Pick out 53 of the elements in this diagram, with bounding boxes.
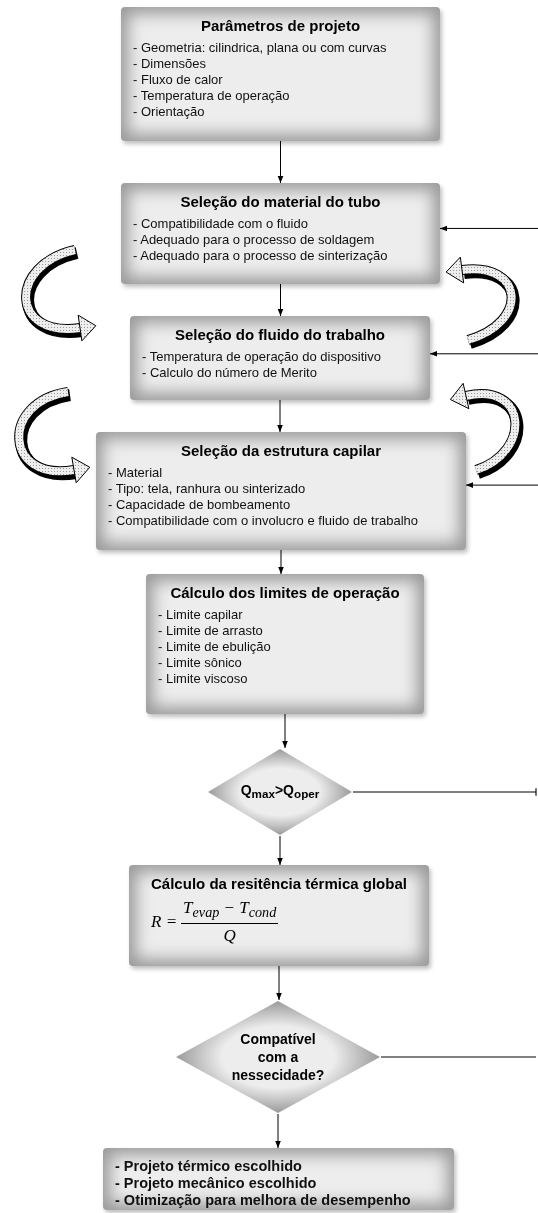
formula-numerator: T$_{evap}$ − T$_{cond}$ (181, 898, 279, 925)
box-heading: Parâmetros de projeto (199, 17, 362, 34)
list-item: - Limite sônico (158, 655, 243, 671)
process-box (146, 574, 424, 714)
process-box (96, 432, 466, 550)
list-item: - Geometria: cilindrica, plana ou com curvas (133, 40, 388, 56)
list-item: - Compatibilidade com o involucro e fluido de trabalho (108, 513, 419, 529)
decision-diamond (207, 748, 353, 836)
list-item: - Fluxo de calor (133, 72, 224, 88)
process-box (129, 865, 429, 966)
list-item: - Temperatura de operação do dispositivo (142, 349, 382, 365)
box-heading: Seleção do material do tubo (179, 193, 382, 210)
arrow (277, 140, 284, 184)
box-heading: Seleção do fluido do trabalho (174, 326, 386, 343)
list-item: - Calculo do número de Merito (142, 365, 318, 381)
arrow (275, 1113, 281, 1149)
arrow (278, 549, 284, 575)
decision-text: Compatível com a nessecidade? (230, 1030, 326, 1084)
list-item: - Tipo: tela, ranhura ou sinterizado (108, 481, 307, 497)
list-item: - Adequado para o processo de sinterização (133, 248, 389, 264)
list-item: - Limite de ebulição (158, 639, 272, 655)
list-item: - Material (108, 465, 164, 481)
list-item: - Limite capilar (158, 607, 244, 623)
arrow (439, 225, 538, 232)
box-heading: Cálculo da resitência térmica global (150, 875, 408, 892)
process-box (121, 7, 440, 141)
list-item: - Compatibilidade com o fluido (133, 216, 309, 232)
list-item: - Limite de arrasto (158, 623, 264, 639)
result-text: - Otimização para melhora de desempenho (115, 1192, 412, 1209)
arrow (282, 713, 288, 749)
list-item: - Temperatura de operação (133, 88, 291, 104)
list-item: - Capacidade de bombeamento (108, 497, 292, 513)
box-heading: Seleção da estrutura capilar (179, 442, 383, 459)
arrow (277, 283, 284, 317)
arrow (276, 965, 282, 1001)
result-text: - Projeto mecânico escolhido (115, 1175, 318, 1192)
arrow (277, 399, 283, 433)
process-box (121, 183, 440, 284)
formula-text: R = (151, 912, 178, 933)
arrow (429, 351, 538, 357)
process-box (130, 316, 430, 400)
list-item: - Orientação (133, 104, 206, 120)
arrow (465, 482, 538, 488)
decision-diamond (175, 1000, 381, 1114)
list-item: - Dimensões (133, 56, 207, 72)
box-heading: Cálculo dos limites de operação (169, 584, 401, 601)
list-item: - Limite viscoso (158, 671, 249, 687)
decision-text: Q$_{max}$>Q$_{oper}$ (239, 780, 321, 803)
list-item: - Adequado para o processo de soldagem (133, 232, 376, 248)
arrow (277, 835, 283, 866)
formula-denominator: Q (223, 925, 236, 947)
process-box (103, 1148, 454, 1210)
result-text: - Projeto térmico escolhido (115, 1158, 303, 1175)
